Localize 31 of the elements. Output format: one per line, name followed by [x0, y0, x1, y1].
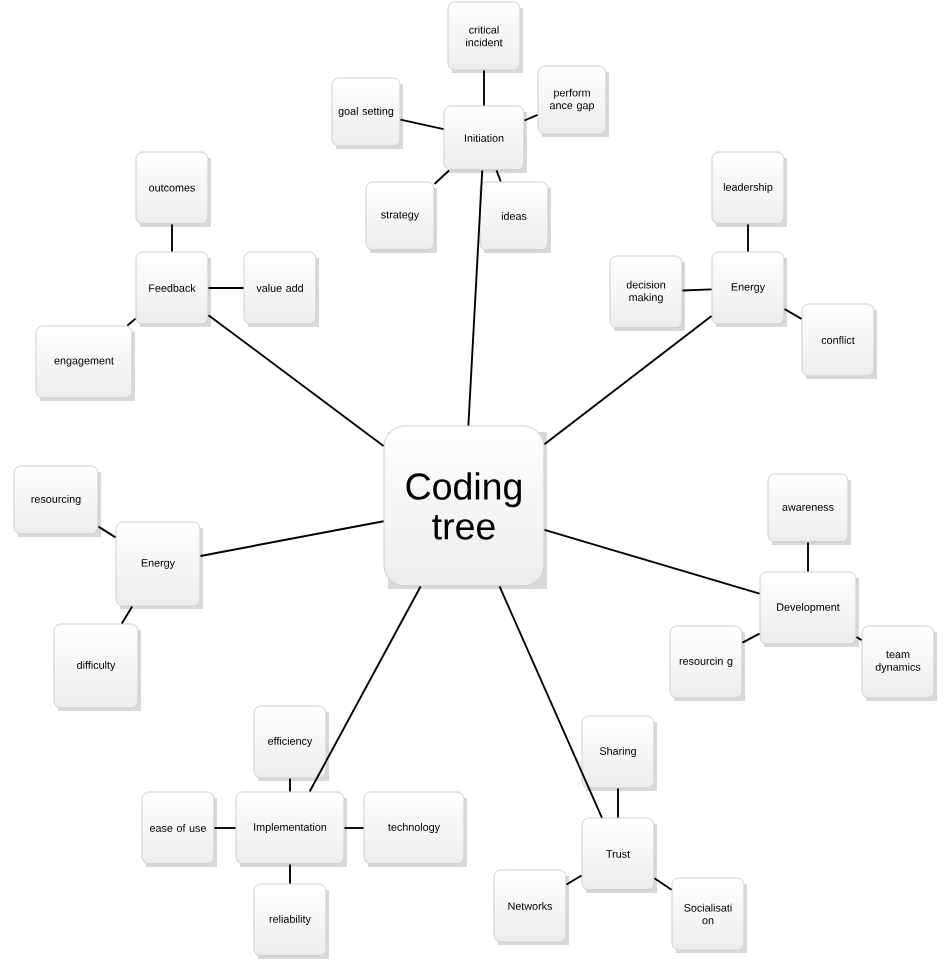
connector-line — [199, 520, 385, 557]
connector-line — [543, 315, 713, 446]
connector-line — [741, 632, 761, 644]
connector-line — [855, 636, 863, 642]
connector-line — [543, 528, 761, 595]
connector-line — [565, 874, 583, 886]
connector-line — [126, 317, 137, 327]
connector-line — [399, 118, 445, 130]
connector-line — [289, 863, 291, 885]
connector-line — [483, 69, 485, 107]
connector-line — [343, 827, 365, 829]
connector-line — [213, 827, 237, 829]
connector-line — [207, 287, 245, 289]
connector-line — [498, 585, 603, 819]
connector-line — [207, 314, 385, 447]
connector-line — [97, 525, 117, 539]
connector-line — [807, 541, 809, 573]
topic-box: Coding tree — [383, 425, 547, 589]
connector-line — [495, 169, 502, 183]
connector-line — [289, 777, 291, 793]
connector-line — [467, 169, 484, 427]
connector-line — [617, 787, 619, 819]
connector-line — [171, 223, 173, 253]
connector-line — [433, 169, 450, 185]
connector-line — [523, 113, 539, 122]
connector-line — [653, 877, 673, 891]
connector-line — [783, 308, 803, 320]
connector-line — [308, 585, 422, 793]
connector-line — [681, 288, 713, 292]
connector-line — [120, 605, 134, 625]
connector-line — [747, 223, 749, 253]
